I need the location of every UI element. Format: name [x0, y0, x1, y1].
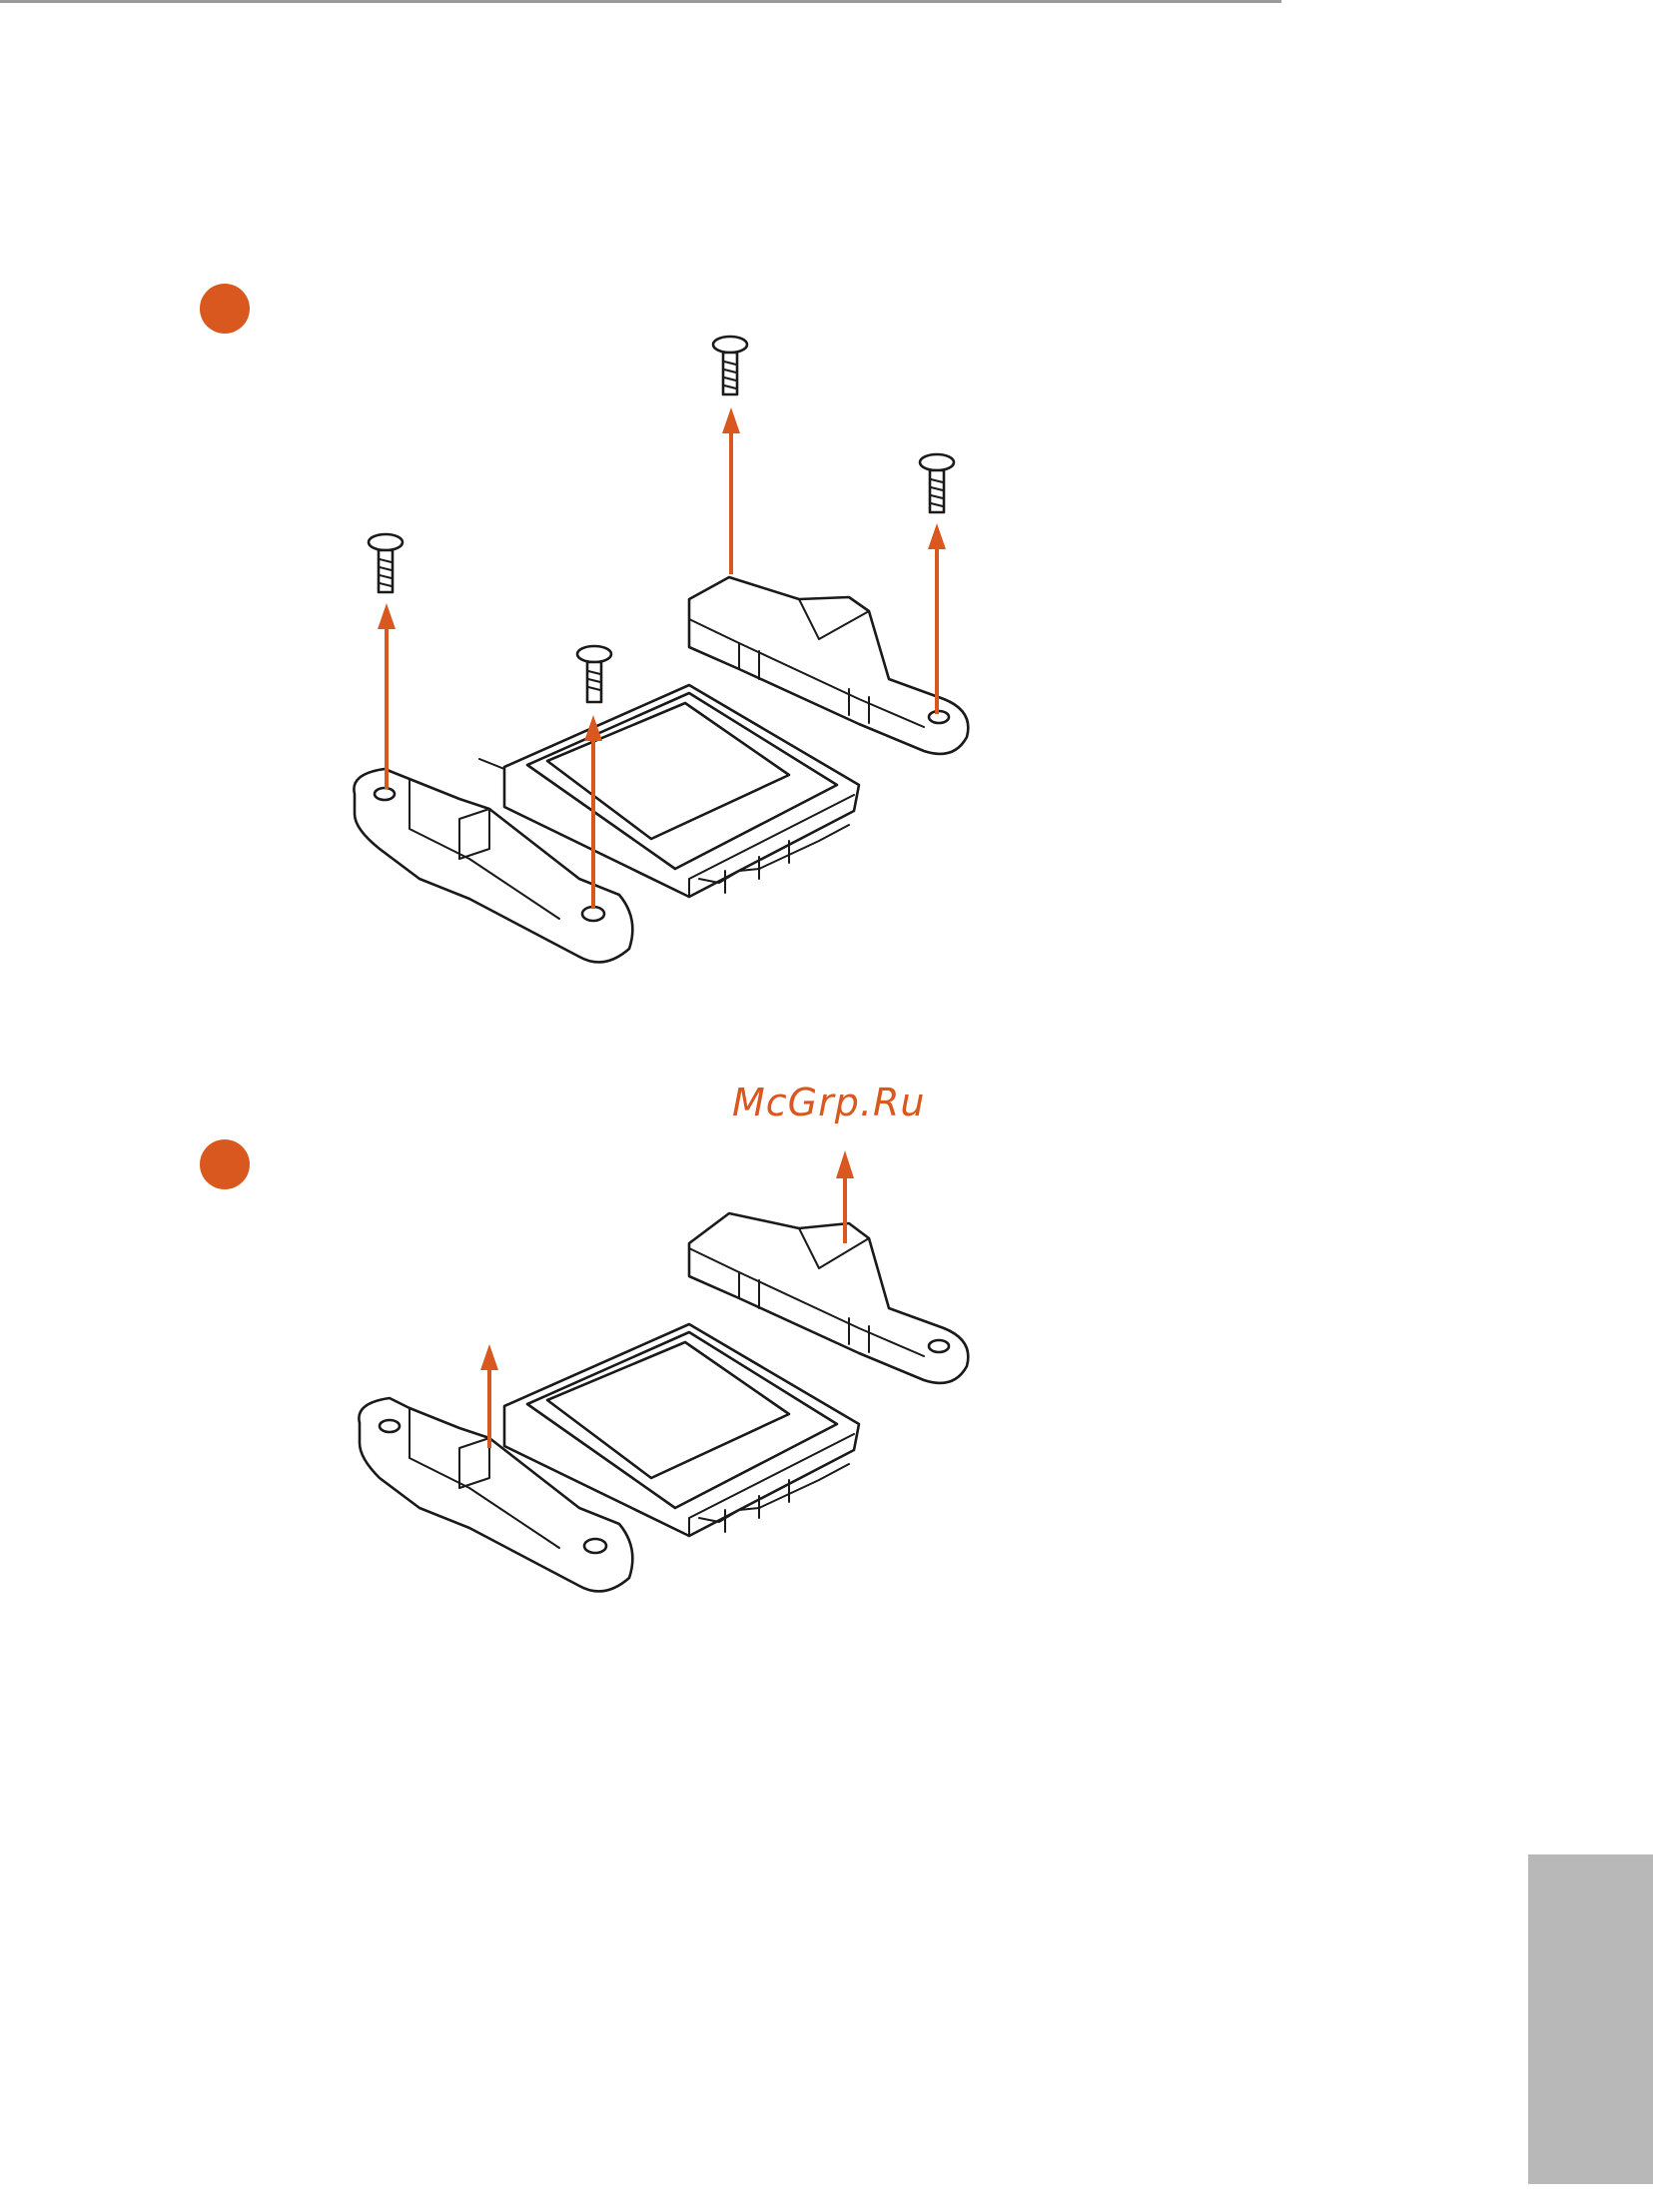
step-2-illustration: [0, 0, 1653, 2212]
